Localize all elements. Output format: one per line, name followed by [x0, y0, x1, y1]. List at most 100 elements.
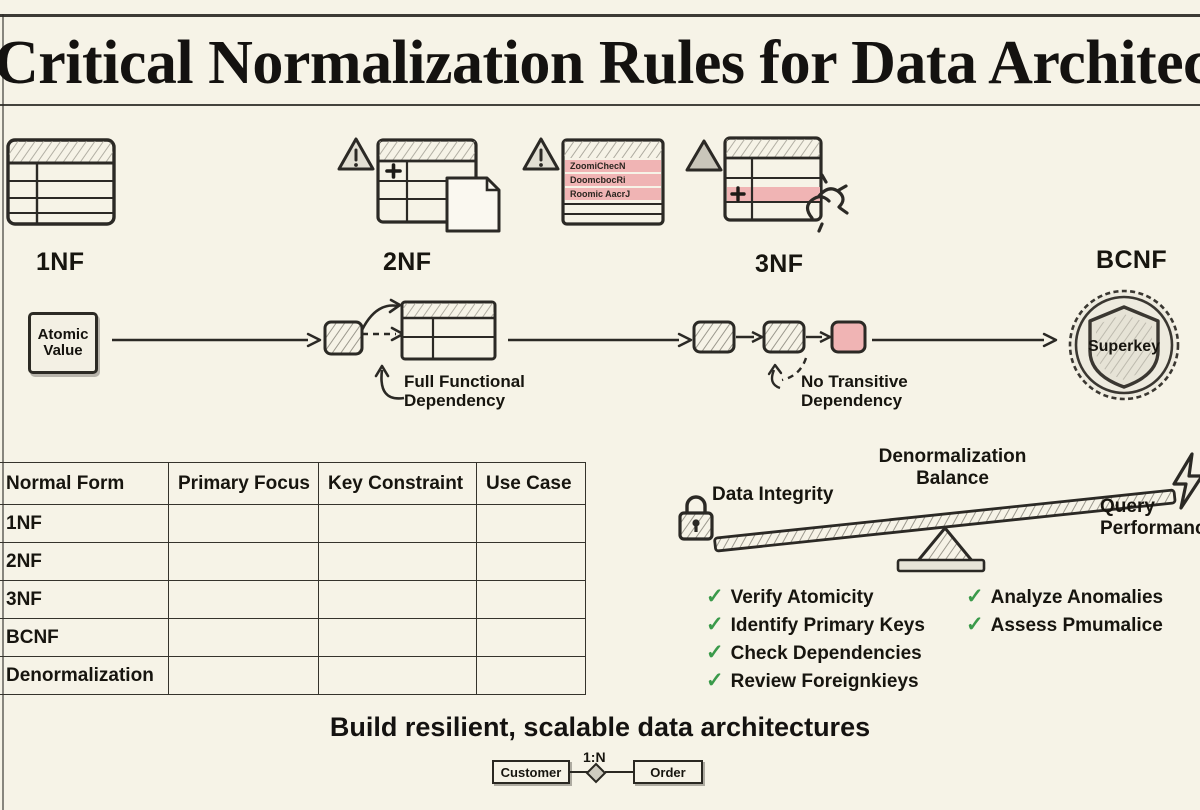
checklist-item: ✓ Verify Atomicity: [706, 584, 874, 609]
denormalization-balance-title: Denormalization Balance: [865, 446, 1040, 490]
check-icon: ✓: [966, 585, 984, 608]
checklist-item: ✓ Assess Pmumalice: [966, 612, 1163, 637]
checklist-item: ✓ Identify Primary Keys: [706, 612, 925, 637]
cell-key-constraint: [318, 580, 477, 619]
checklist-label: Identify Primary Keys: [730, 615, 925, 636]
flow-table-2nf: [400, 300, 497, 361]
warning-triangle-icon: [337, 137, 375, 171]
flow-arrow-2: [508, 332, 693, 348]
ntd-line2: Dependency: [801, 391, 903, 411]
stage-label-2nf: 2NF: [383, 248, 432, 276]
flow-arrow-3: [872, 332, 1058, 348]
cell-normal-form: BCNF: [0, 618, 169, 657]
tagline: Build resilient, scalable data architect…: [329, 712, 871, 742]
cell-key-constraint: [318, 618, 477, 657]
query-performance-label: Query Performance: [1100, 496, 1200, 540]
page-title: Critical Normalization Rules for Data Ar…: [0, 29, 1200, 97]
table-row: Denormalization: [0, 656, 586, 695]
warning-triangle-icon: [522, 137, 560, 171]
cell-key-constraint: [318, 656, 477, 695]
left-rule: [2, 14, 4, 810]
er-cardinality-label: 1:N: [583, 749, 606, 765]
cell-primary-focus: [168, 618, 319, 657]
table-icon: [6, 138, 116, 226]
check-icon: ✓: [706, 669, 724, 692]
checklist-label: Verify Atomicity: [730, 587, 874, 608]
cell-normal-form: Denormalization: [0, 656, 169, 695]
checklist-item: ✓Review Foreignkieys: [706, 668, 919, 693]
table-row: 2NF: [0, 542, 586, 581]
table-header-row: Normal Form Primary Focus Key Constraint…: [0, 462, 586, 505]
cell-key-constraint: [318, 542, 477, 581]
cell-use-case: [476, 580, 586, 619]
svg-text:DoomcbocRi: DoomcbocRi: [570, 175, 626, 185]
cell-normal-form: 1NF: [0, 504, 169, 543]
stage-label-1nf: 1NF: [36, 248, 85, 276]
query-performance-line1: Query: [1100, 496, 1155, 517]
er-entity-order: Order: [633, 760, 703, 784]
svg-text:ZoomiChecN: ZoomiChecN: [570, 161, 626, 171]
cell-use-case: [476, 542, 586, 581]
cell-primary-focus: [168, 542, 319, 581]
cell-normal-form: 3NF: [0, 580, 169, 619]
ffd-line1: Full Functional: [404, 372, 525, 391]
triangle-icon: [685, 139, 723, 172]
atomic-value-box: Atomic Value: [28, 312, 98, 374]
shield-badge-icon: Superkey: [1068, 289, 1180, 401]
ntd-line1: No Transitive: [801, 372, 908, 391]
table-row: BCNF: [0, 618, 586, 657]
table-broken-link-icon: [723, 136, 849, 233]
superkey-badge-text: Superkey: [1088, 338, 1160, 355]
stage-label-3nf: 3NF: [755, 250, 804, 278]
checklist-label: Analyze Anomalies: [990, 587, 1164, 608]
checklist-label: Assess Pmumalice: [990, 615, 1163, 636]
check-icon: ✓: [706, 585, 724, 608]
col-normal-form: Normal Form: [0, 462, 169, 505]
balance-title-line2: Balance: [916, 467, 989, 489]
seesaw-graphic: [713, 488, 1177, 566]
atomic-value-line1: Atomic: [37, 326, 89, 344]
top-rule: [0, 14, 1200, 17]
cell-primary-focus: [168, 580, 319, 619]
padlock-icon: [678, 495, 714, 541]
diamond-icon: [585, 762, 607, 784]
atomic-value-line2: Value: [43, 342, 83, 359]
cell-normal-form: 2NF: [0, 542, 169, 581]
full-functional-dependency-label: Full Functional Dependency: [404, 372, 525, 410]
stage-label-bcnf: BCNF: [1096, 246, 1168, 274]
comparison-table: Normal Form Primary Focus Key Constraint…: [0, 462, 586, 695]
full-functional-dependency-hook: [374, 364, 405, 400]
cell-use-case: [476, 618, 586, 657]
seesaw-base: [896, 558, 986, 573]
table-row: 3NF: [0, 580, 586, 619]
table-row: 1NF: [0, 504, 586, 543]
svg-text:Roomic AacrJ: Roomic AacrJ: [570, 189, 630, 199]
flow-node-box: [323, 320, 364, 356]
no-transitive-dependency-hook: [767, 357, 808, 390]
col-primary-focus: Primary Focus: [168, 462, 319, 505]
table-plus-document-icon: [376, 138, 501, 233]
flow-arrow-1: [112, 332, 322, 348]
col-key-constraint: Key Constraint: [318, 462, 477, 505]
checklist-item: ✓ Analyze Anomalies: [966, 584, 1163, 609]
cell-primary-focus: [168, 504, 319, 543]
cell-use-case: [476, 504, 586, 543]
check-icon: ✓: [706, 613, 724, 636]
check-icon: ✓: [706, 641, 724, 664]
cell-primary-focus: [168, 656, 319, 695]
er-connector-right: [605, 771, 633, 773]
balance-title-line1: Denormalization: [878, 446, 1027, 467]
lightning-bolt-icon: [1172, 452, 1200, 510]
no-transitive-dependency-label: No Transitive Dependency: [801, 372, 908, 410]
anomaly-table-icon: ZoomiChecN DoomcbocRi Roomic AacrJ: [561, 138, 665, 226]
col-use-case: Use Case: [476, 462, 586, 505]
title-underline-rule: [0, 104, 1200, 106]
data-integrity-label: Data Integrity: [712, 484, 834, 505]
er-connector-left: [570, 771, 588, 773]
checklist-item: ✓ Check Dependencies: [706, 640, 922, 665]
check-icon: ✓: [966, 613, 984, 636]
checklist-label: Check Dependencies: [730, 643, 922, 664]
transitive-chain: [692, 320, 867, 354]
query-performance-line2: Performance: [1100, 517, 1200, 539]
